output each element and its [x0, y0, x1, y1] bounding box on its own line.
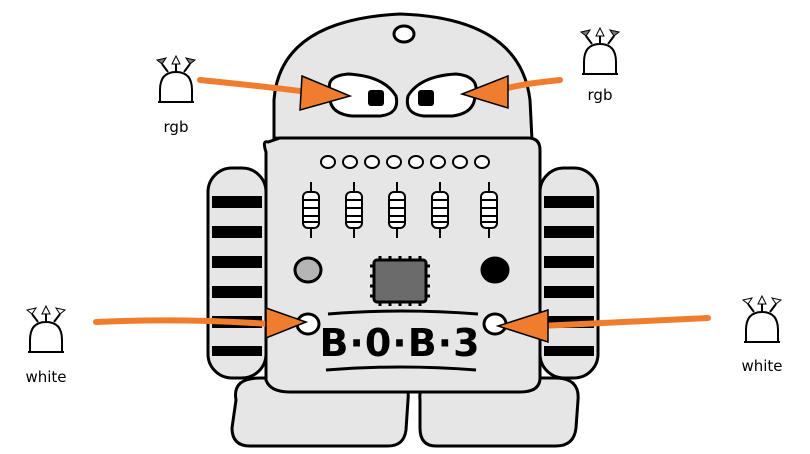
resistor — [388, 182, 406, 238]
right-eye — [405, 72, 478, 118]
name-underline-bottom — [325, 365, 477, 372]
robot-head — [272, 12, 534, 142]
left-tread — [206, 166, 268, 380]
resistors — [302, 182, 498, 238]
callout-label: rgb — [588, 86, 613, 104]
callout-left-eye: rgb — [155, 54, 197, 136]
arrow-left-body — [93, 306, 309, 340]
resistor — [302, 182, 320, 238]
arrow-left-eye — [197, 74, 353, 112]
arrow-right-body — [495, 308, 711, 344]
robot-body: B·0·B·3 — [262, 136, 542, 394]
left-sensor — [293, 256, 323, 284]
callout-label: white — [741, 357, 782, 375]
indicator-dots — [320, 155, 490, 169]
right-sensor — [480, 256, 510, 284]
callout-label: white — [25, 368, 66, 386]
right-tread — [538, 166, 600, 380]
left-eye — [327, 72, 399, 118]
callout-right-body: white — [741, 294, 783, 375]
callout-arrows — [93, 74, 711, 344]
callout-label: rgb — [164, 118, 189, 136]
resistor — [431, 182, 449, 238]
white-led-icon — [741, 294, 783, 343]
left-foot — [230, 376, 410, 448]
board-name: B·0·B·3 — [319, 321, 480, 365]
right-eye-rgb-led — [418, 90, 434, 106]
callout-left-body: white — [25, 304, 67, 386]
microchip — [370, 256, 430, 306]
callout-right-eye: rgb — [579, 26, 621, 104]
hanging-hole — [392, 24, 416, 44]
left-eye-rgb-led — [368, 90, 384, 106]
rgb-led-icon — [579, 26, 621, 75]
rgb-led-icon — [155, 54, 197, 103]
arrow-right-eye — [459, 74, 563, 110]
white-led-icon — [25, 304, 67, 353]
name-underline-top — [327, 309, 479, 316]
resistor — [480, 182, 498, 238]
resistor — [345, 182, 363, 238]
